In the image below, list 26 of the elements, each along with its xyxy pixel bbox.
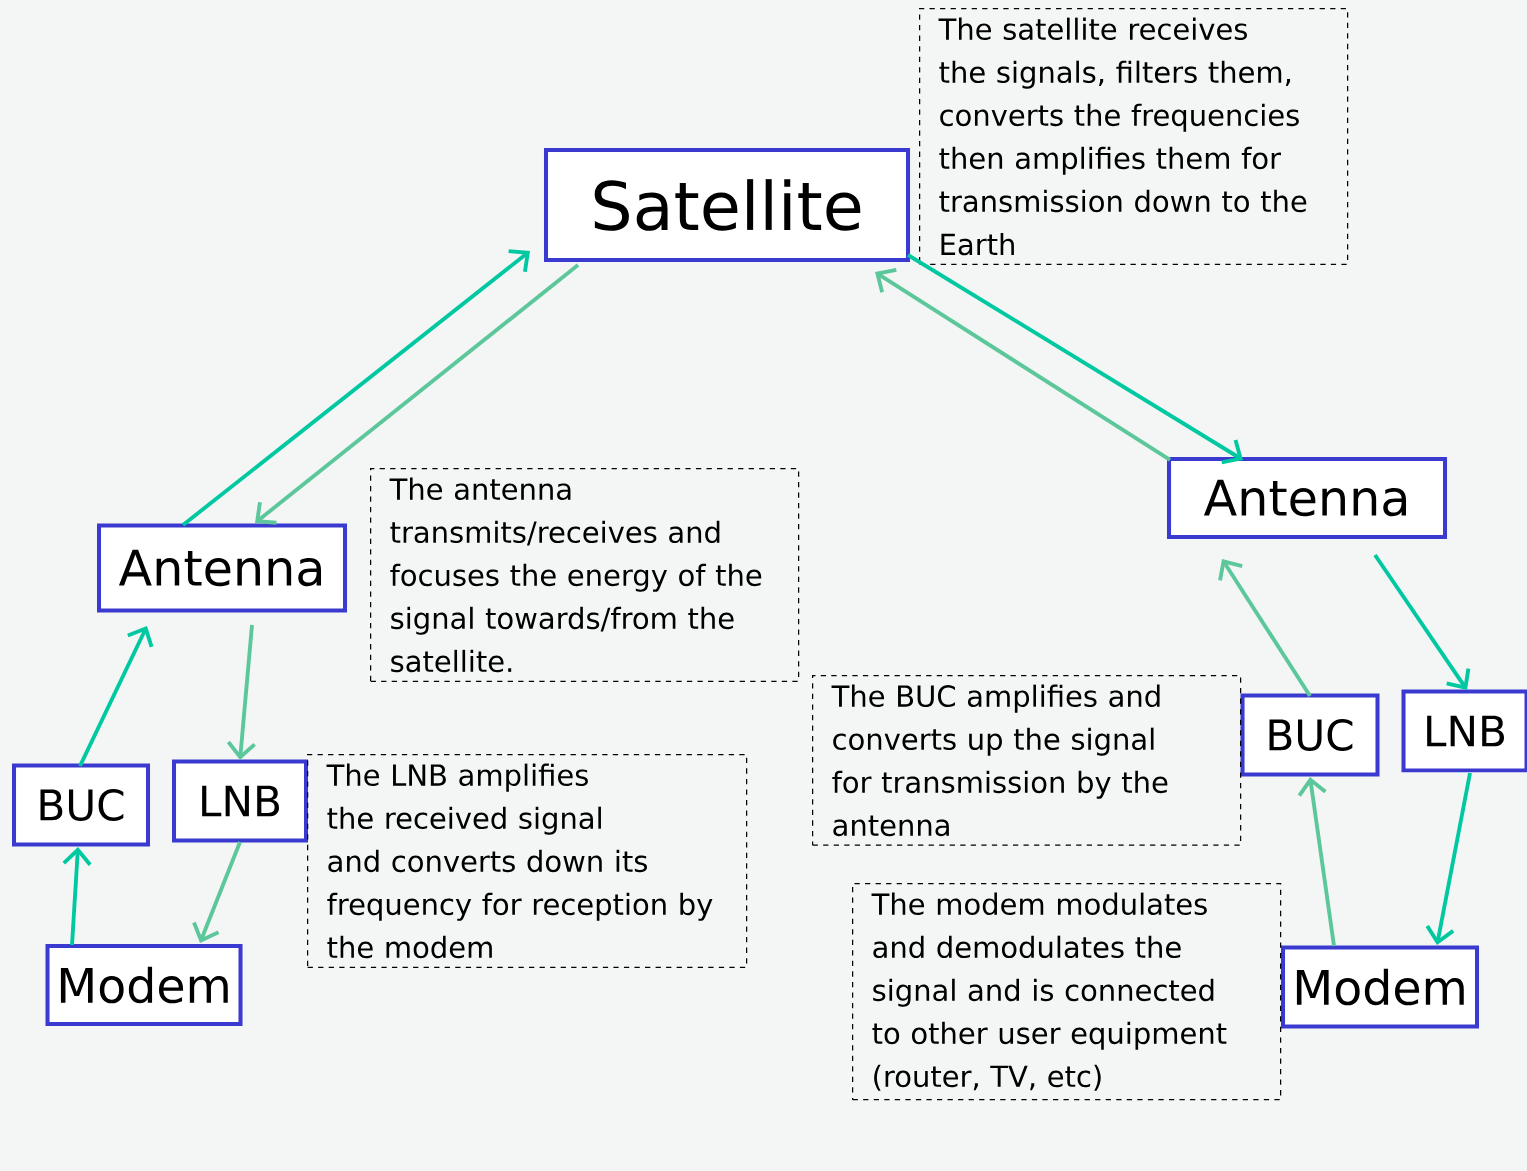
label-box: Modem [45, 944, 243, 1026]
arrow [181, 249, 530, 527]
note-box: The antenna transmits/receives and focuses the energy of the signal towards/from the satellite. [370, 468, 800, 682]
arrow [192, 841, 242, 943]
arrow [78, 626, 154, 767]
note-box: The LNB amplifies the received signal and converts down its frequency for reception by the modem [307, 754, 748, 968]
label-box: LNB [172, 759, 309, 843]
arrow [255, 263, 580, 525]
arrow [1218, 559, 1312, 698]
label-box: Antenna [1167, 456, 1448, 539]
arrow [226, 624, 256, 760]
arrow [907, 253, 1243, 465]
label-box: BUC [1240, 693, 1380, 777]
arrow [62, 847, 92, 946]
arrow [1297, 777, 1336, 947]
arrow [1373, 553, 1471, 690]
label-box: Satellite [544, 147, 911, 262]
note-box: The modem modulates and demodulates the signal and is connected to other user equipment (router, TV, etc) [852, 883, 1282, 1101]
note-box: The BUC amplifies and converts up the signal for transmission by the antenna [812, 675, 1242, 846]
label-box: BUC [12, 763, 151, 847]
note-box: The satellite receives the signals, filters them, converts the frequencies then amplifies them for transmission down to the Earth [919, 8, 1349, 265]
arrow [875, 268, 1172, 462]
label-box: LNB [1401, 689, 1527, 773]
label-box: Antenna [97, 523, 348, 613]
label-box: Modem [1281, 945, 1480, 1029]
arrow [1425, 772, 1472, 945]
